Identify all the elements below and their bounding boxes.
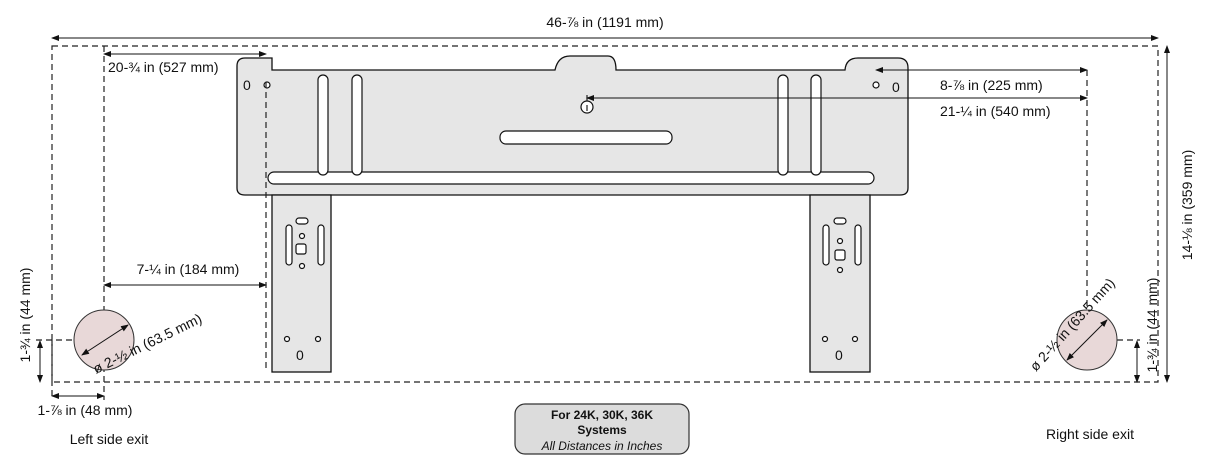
note-line1: For 24K, 30K, 36K	[551, 408, 653, 422]
left-pipe-hole	[73, 309, 135, 371]
mounting-plate: 0 0 0 0	[236, 55, 909, 373]
svg-text:0: 0	[296, 347, 304, 363]
svg-text:0: 0	[243, 77, 251, 93]
left-exit-label: Left side exit	[70, 431, 149, 447]
overall-height-label: 14-⅛ in (359 mm)	[1179, 150, 1195, 260]
left-hole-height-label: 1-¾ in (44 mm)	[17, 268, 33, 363]
note-line2: Systems	[577, 423, 627, 437]
note-line3: All Distances in Inches	[541, 439, 663, 453]
left-hole-offset-label: 1-⅞ in (48 mm)	[38, 402, 133, 418]
systems-note: For 24K, 30K, 36K Systems All Distances …	[514, 403, 690, 455]
svg-text:0: 0	[835, 347, 843, 363]
outline-boundary	[51, 45, 1159, 383]
center-hole-label: 21-¼ in (540 mm)	[940, 103, 1050, 119]
overall-width-label: 46-⅞ in (1191 mm)	[546, 14, 663, 30]
right-hole-height-label: 1-¾ in (44 mm)	[1144, 278, 1160, 373]
left-to-leg-label: 7-¼ in (184 mm)	[137, 261, 240, 277]
right-screw-label: 8-⅞ in (225 mm)	[940, 77, 1043, 93]
right-pipe-hole	[1056, 309, 1118, 371]
svg-text:0: 0	[892, 79, 900, 95]
left-to-screw-label: 20-¾ in (527 mm)	[108, 59, 218, 75]
right-exit-label: Right side exit	[1046, 426, 1134, 442]
